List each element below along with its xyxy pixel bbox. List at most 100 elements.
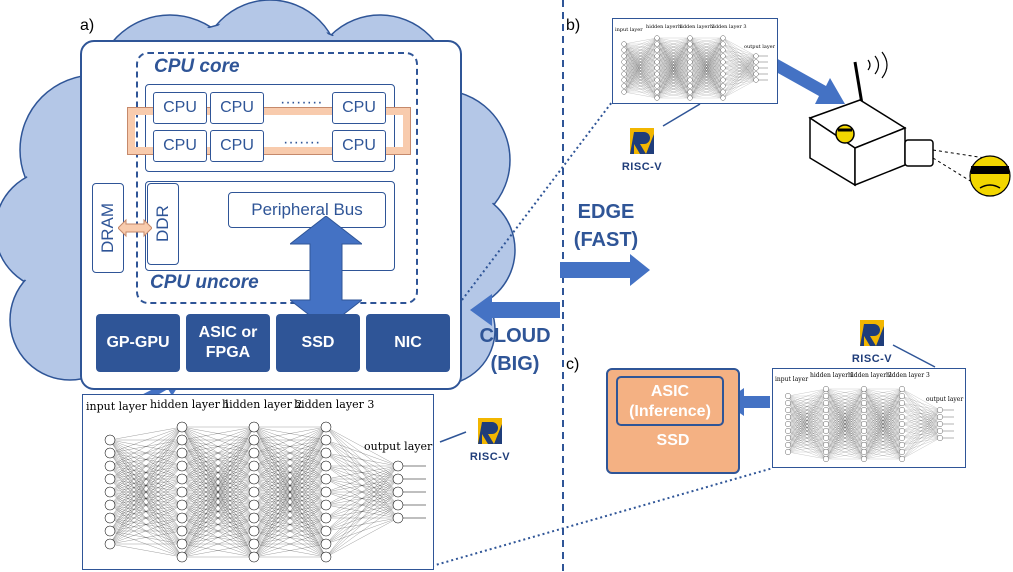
nn-node bbox=[899, 421, 905, 427]
nn-node bbox=[654, 77, 660, 83]
nn-node bbox=[823, 386, 829, 392]
nn-node bbox=[899, 449, 905, 455]
nn-node bbox=[720, 59, 726, 65]
riscv-text: RISC-V bbox=[621, 161, 663, 173]
nn-node bbox=[785, 449, 791, 455]
nn-node bbox=[320, 434, 332, 446]
cpu-cell: CPU bbox=[153, 130, 207, 162]
nn-node bbox=[248, 486, 260, 498]
nn-node bbox=[720, 53, 726, 59]
nn-edge-hidden1-label: hidden layer 1 bbox=[646, 24, 683, 30]
cpu-uncore-title: CPU uncore bbox=[150, 272, 259, 293]
nn-node bbox=[899, 407, 905, 413]
nn-ssd-output-label: output layer bbox=[926, 396, 964, 403]
nn-node bbox=[248, 525, 260, 537]
nn-node bbox=[937, 435, 943, 441]
nn-node bbox=[654, 35, 660, 41]
nn-node bbox=[720, 95, 726, 101]
riscv-logo-mark bbox=[630, 128, 654, 154]
nn-node bbox=[823, 407, 829, 413]
bus-double-arrow bbox=[290, 216, 362, 328]
nn-node bbox=[248, 434, 260, 446]
nn-large-hidden3-label: hidden layer 3 bbox=[294, 398, 375, 411]
nn-node bbox=[899, 414, 905, 420]
nn-node bbox=[861, 414, 867, 420]
nn-node bbox=[861, 421, 867, 427]
nn-node bbox=[823, 421, 829, 427]
nn-node bbox=[248, 460, 260, 472]
nn-node bbox=[654, 59, 660, 65]
nn-node bbox=[861, 428, 867, 434]
nn-node bbox=[687, 71, 693, 77]
nn-node bbox=[823, 435, 829, 441]
security-camera-icon bbox=[808, 51, 986, 191]
edge-label: EDGE (FAST) bbox=[566, 198, 646, 254]
nn-node bbox=[753, 71, 759, 77]
nn-node bbox=[320, 486, 332, 498]
nn-node bbox=[937, 428, 943, 434]
riscv-logo: RISC-V bbox=[848, 318, 896, 366]
nn-edge-hidden2-label: hidden layer 2 bbox=[678, 24, 715, 30]
nn-node bbox=[248, 538, 260, 550]
cloud-label-line1: CLOUD bbox=[479, 325, 551, 347]
nn-node bbox=[176, 434, 188, 446]
nn-node bbox=[176, 447, 188, 459]
nn-node bbox=[937, 414, 943, 420]
nn-node bbox=[823, 400, 829, 406]
nn-node bbox=[720, 41, 726, 47]
cloud-label: CLOUD (BIG) bbox=[470, 322, 560, 378]
nn-node bbox=[320, 538, 332, 550]
nn-node bbox=[720, 35, 726, 41]
nn-node bbox=[720, 83, 726, 89]
nn-node bbox=[320, 473, 332, 485]
nn-node bbox=[621, 59, 627, 65]
device-asic-fpga: ASIC or FPGA bbox=[186, 314, 270, 372]
nn-node bbox=[320, 551, 332, 563]
nn-node bbox=[654, 53, 660, 59]
nn-edge-output-label: output layer bbox=[744, 44, 776, 50]
nn-node bbox=[104, 460, 116, 472]
nn-node bbox=[785, 421, 791, 427]
nn-node bbox=[176, 525, 188, 537]
nn-edge-hidden3-label: hidden layer 3 bbox=[710, 24, 747, 30]
riscv-text: RISC-V bbox=[469, 451, 511, 463]
nn-node bbox=[899, 393, 905, 399]
nn-node bbox=[654, 41, 660, 47]
nn-node bbox=[861, 435, 867, 441]
nn-node bbox=[176, 512, 188, 524]
nn-node bbox=[621, 47, 627, 53]
nn-node bbox=[785, 400, 791, 406]
nn-node bbox=[654, 71, 660, 77]
asic-label: ASIC bbox=[650, 383, 690, 400]
masked-face-icon bbox=[969, 155, 1011, 197]
nn-node bbox=[720, 77, 726, 83]
nn-node bbox=[621, 77, 627, 83]
nn-node bbox=[320, 525, 332, 537]
nn-node bbox=[392, 473, 404, 485]
nn-node bbox=[654, 83, 660, 89]
nn-node bbox=[621, 65, 627, 71]
nn-node bbox=[248, 421, 260, 433]
nn-node bbox=[861, 407, 867, 413]
nn-node bbox=[176, 486, 188, 498]
nn-node bbox=[320, 421, 332, 433]
nn-node bbox=[392, 486, 404, 498]
nn-node bbox=[899, 442, 905, 448]
nn-node bbox=[785, 393, 791, 399]
nn-node bbox=[687, 77, 693, 83]
nn-node bbox=[176, 460, 188, 472]
nn-node bbox=[687, 35, 693, 41]
panel-label-a: a) bbox=[80, 17, 95, 34]
cpu-ellipsis: ······· bbox=[283, 134, 321, 151]
nn-node bbox=[720, 47, 726, 53]
nn-node bbox=[753, 77, 759, 83]
nn-node bbox=[937, 421, 943, 427]
nn-node bbox=[899, 400, 905, 406]
nn-node bbox=[320, 447, 332, 459]
nn-node bbox=[654, 89, 660, 95]
nn-node bbox=[823, 428, 829, 434]
nn-node bbox=[248, 499, 260, 511]
nn-ssd-hidden1-label: hidden layer 1 bbox=[810, 372, 854, 379]
nn-node bbox=[899, 456, 905, 462]
nn-node bbox=[104, 447, 116, 459]
